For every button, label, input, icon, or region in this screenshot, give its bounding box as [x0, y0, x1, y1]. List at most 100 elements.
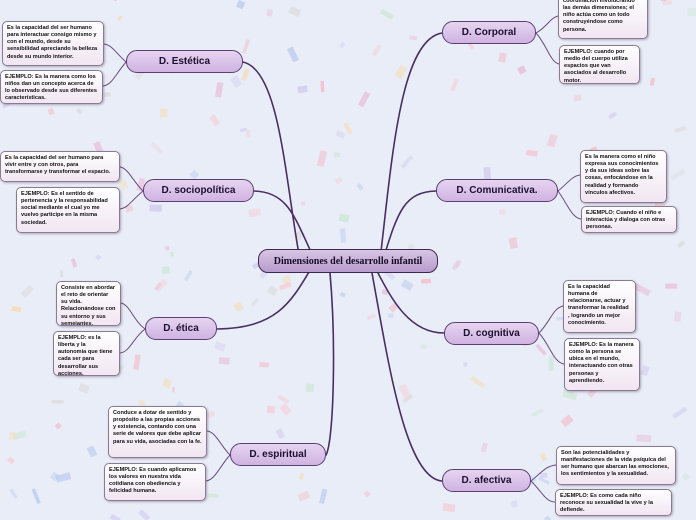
confetti-piece [334, 176, 343, 185]
confetti-piece [316, 150, 328, 167]
branch-cognitiva[interactable]: D. cognitiva [444, 322, 539, 345]
confetti-piece [205, 410, 216, 419]
confetti-piece [155, 278, 168, 292]
note-afectiva-example: EJEMPLO: Es como cada niño reconoce su s… [555, 489, 672, 516]
confetti-piece [677, 240, 686, 249]
confetti-piece [320, 80, 325, 93]
confetti-piece [13, 430, 27, 440]
note-etica-definition: Consiste en abordar el reto de orientar … [56, 281, 121, 326]
confetti-piece [245, 129, 251, 138]
note-link-espiritual-2 [205, 454, 231, 482]
confetti-piece [150, 141, 163, 154]
confetti-piece [49, 471, 60, 482]
confetti-piece [47, 107, 55, 116]
confetti-piece [537, 476, 550, 485]
confetti-piece [543, 515, 552, 520]
confetti-piece [117, 15, 123, 22]
branch-link-comunicativa [382, 190, 437, 261]
note-link-cognitiva-1 [538, 305, 564, 334]
note-link-cognitiva-2 [538, 332, 565, 365]
confetti-piece [248, 207, 262, 218]
confetti-piece [356, 183, 364, 191]
confetti-piece [235, 0, 246, 10]
confetti-piece [366, 313, 377, 321]
confetti-piece [608, 111, 618, 120]
note-sociopolitica-example: EJEMPLO: Es el sentido de pertenencia y … [16, 187, 120, 233]
confetti-piece [409, 35, 418, 41]
confetti-piece [394, 64, 408, 80]
confetti-piece [160, 108, 168, 118]
confetti-piece [171, 387, 176, 393]
confetti-piece [241, 68, 250, 82]
confetti-piece [499, 209, 507, 215]
central-topic-label: Dimensiones del desarrollo infantil [273, 255, 423, 267]
confetti-piece [161, 378, 173, 389]
confetti-piece [535, 343, 547, 356]
confetti-piece [452, 260, 462, 270]
confetti-piece [539, 452, 548, 462]
branch-link-sociopolitica [253, 190, 316, 261]
branch-corporal[interactable]: D. Corporal [442, 21, 536, 44]
confetti-piece [54, 422, 62, 430]
confetti-piece [117, 178, 129, 191]
confetti-piece [207, 493, 219, 498]
confetti-piece [335, 130, 346, 139]
confetti-piece [665, 283, 677, 289]
note-espiritual-example: EJEMPLO: Es cuando aplicamos los valores… [104, 463, 206, 501]
branch-etica[interactable]: D. ética [145, 317, 217, 340]
confetti-piece [266, 8, 273, 17]
confetti-piece [259, 362, 269, 368]
confetti-piece [401, 393, 414, 404]
confetti-piece [672, 406, 688, 419]
branch-estetica-label: D. Estética [158, 56, 211, 67]
confetti-piece [279, 402, 292, 416]
branch-sociopolitica[interactable]: D. sociopolítica [143, 179, 254, 202]
note-link-sociopolitica-2 [119, 190, 144, 210]
confetti-piece [333, 152, 341, 158]
note-link-etica-2 [119, 328, 146, 354]
branch-link-espiritual [325, 272, 335, 456]
branch-etica-label: D. ética [163, 323, 199, 334]
branch-afectiva-label: D. afectiva [461, 475, 512, 486]
confetti-piece [540, 472, 548, 479]
note-estetica-example: EJEMPLO: Es la manera como los niños dan… [0, 70, 103, 104]
confetti-piece [233, 301, 245, 313]
confetti-piece [266, 405, 275, 414]
confetti-piece [573, 94, 582, 102]
confetti-piece [86, 445, 98, 458]
branch-comunicativa[interactable]: D. Comunicativa. [436, 179, 558, 202]
note-link-espiritual-1 [206, 430, 231, 456]
branch-espiritual[interactable]: D. espiritual [230, 443, 326, 466]
confetti-piece [55, 472, 72, 483]
confetti-piece [398, 383, 413, 401]
note-link-comunicativa-2 [557, 190, 582, 220]
confetti-piece [338, 213, 350, 223]
confetti-piece [136, 177, 146, 192]
confetti-piece [288, 6, 302, 17]
confetti-piece [662, 0, 673, 6]
branch-espiritual-label: D. espiritual [249, 449, 307, 460]
note-sociopolitica-definition: Es la capacidad del ser humano para vivi… [0, 151, 120, 182]
confetti-piece [442, 503, 456, 513]
branch-estetica[interactable]: D. Estética [126, 50, 243, 73]
confetti-piece [215, 81, 224, 98]
confetti-piece [51, 399, 64, 404]
note-link-corporal-1 [535, 15, 559, 34]
confetti-piece [357, 91, 371, 108]
confetti-piece [11, 305, 22, 313]
confetti-piece [164, 245, 170, 251]
note-cognitiva-definition: Es la capacidad humana de relacionarse, … [563, 280, 636, 333]
note-link-corporal-2 [535, 32, 560, 65]
confetti-piece [633, 283, 651, 297]
confetti-piece [510, 500, 519, 508]
confetti-piece [681, 472, 691, 482]
confetti-piece [339, 41, 346, 49]
branch-sociopolitica-label: D. sociopolítica [161, 185, 236, 196]
note-link-afectiva-1 [530, 464, 557, 482]
confetti-piece [636, 434, 652, 443]
central-topic[interactable]: Dimensiones del desarrollo infantil [258, 249, 438, 273]
confetti-piece [9, 488, 18, 499]
confetti-piece [388, 313, 394, 318]
branch-afectiva[interactable]: D. afectiva [442, 469, 531, 492]
